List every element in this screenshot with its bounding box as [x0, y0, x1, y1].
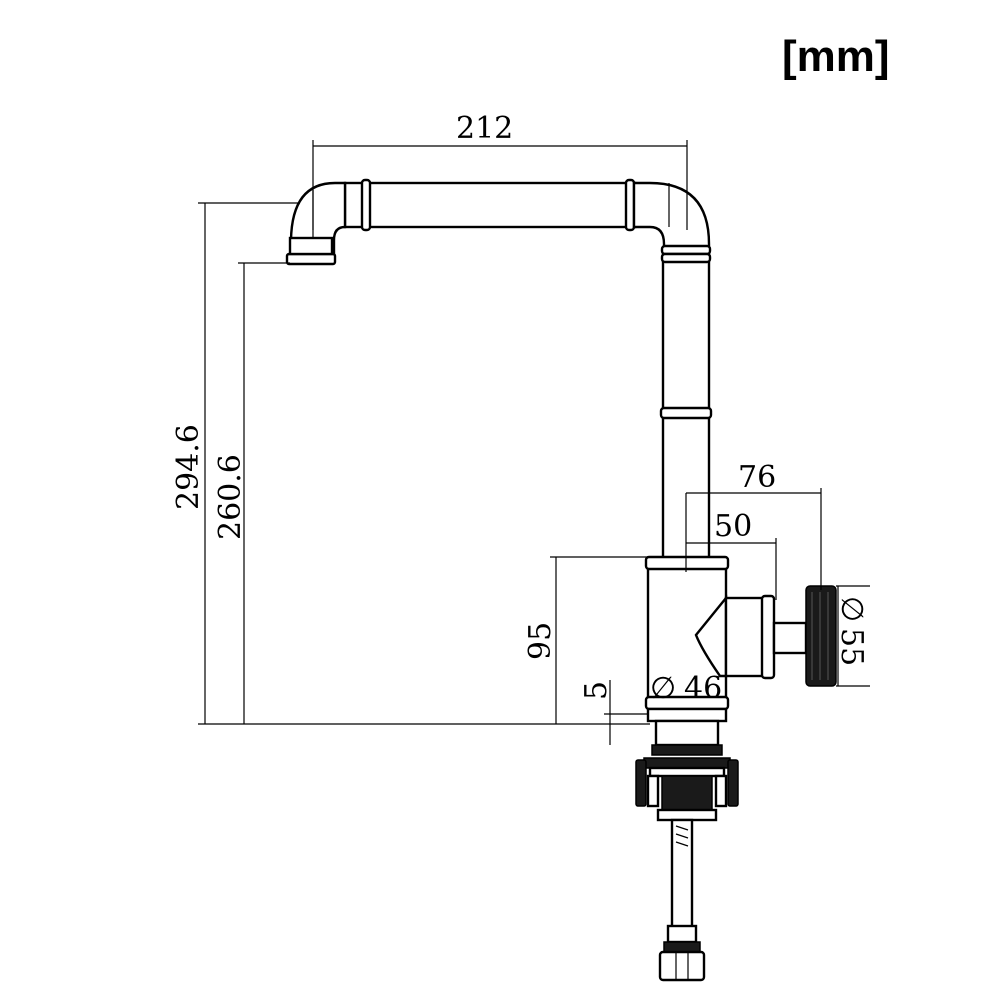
dim-handle-projection-label: 76	[738, 460, 776, 495]
dim-base-diameter-label: 46	[684, 671, 722, 706]
vertical-riser	[659, 244, 713, 565]
dimension-total-height: 294.6	[171, 202, 300, 724]
spout	[285, 178, 711, 266]
dim-outlet-height-label: 260.6	[213, 454, 248, 540]
dim-base-thickness-label: 5	[579, 681, 614, 700]
dimension-handle-stem: 50	[686, 509, 777, 600]
dimension-base-diameter: ∅ 46	[650, 671, 722, 706]
faucet-body	[644, 555, 808, 711]
dimension-body-height: 95	[523, 556, 648, 724]
dim-total-height-label: 294.6	[171, 424, 206, 510]
mounting-hardware	[635, 707, 739, 822]
dimension-handle-projection: 76	[685, 460, 822, 590]
dimension-handle-diameter: ∅ 55	[834, 585, 870, 687]
dim-base-diameter-symbol: ∅	[650, 671, 676, 706]
dimension-base-thickness: 5	[579, 680, 648, 745]
supply-hose	[658, 818, 706, 982]
handle-knob	[805, 585, 837, 687]
dimension-spout-reach: 212	[312, 111, 688, 230]
dim-handle-diameter-label: 55	[834, 628, 869, 666]
dimension-outlet-height: 260.6	[213, 262, 290, 724]
dim-handle-stem-label: 50	[714, 509, 752, 544]
dim-body-height-label: 95	[523, 622, 558, 660]
dim-spout-reach-label: 212	[456, 111, 513, 146]
unit-label: [mm]	[782, 32, 890, 81]
dim-handle-diameter-symbol: ∅	[834, 596, 869, 622]
